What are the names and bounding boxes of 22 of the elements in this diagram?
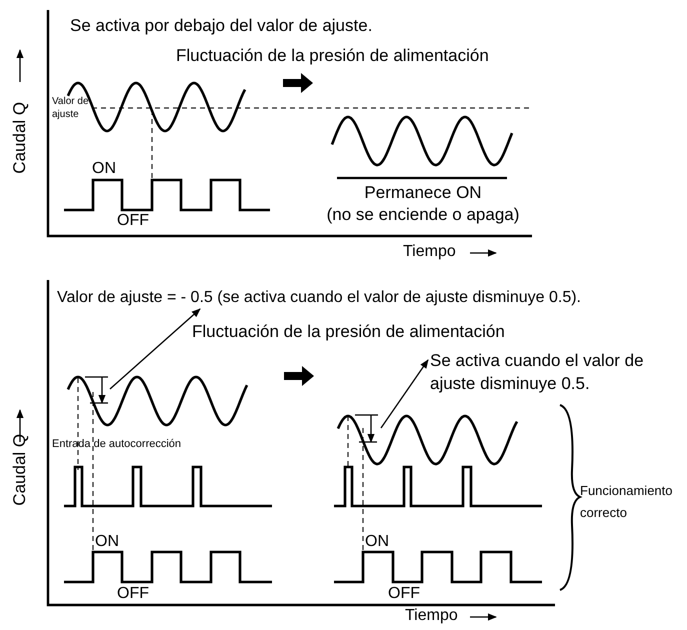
caption-text: Fluctuación de la presión de alimentación — [176, 46, 489, 66]
leader-line — [110, 308, 201, 390]
note-text: Se activa por debajo del valor de ajuste. — [70, 16, 372, 36]
annotation-text: Se activa cuando el valor de ajuste disminuye 0.5. — [430, 349, 645, 395]
axis-label: Caudal Q — [10, 434, 30, 506]
axis-label: Caudal Q — [10, 102, 30, 174]
signal-label: Entrada de autocorrección — [52, 438, 182, 451]
state-label: ON — [92, 160, 116, 178]
state-label: ON — [95, 533, 119, 552]
axis-label: Tiempo — [403, 243, 456, 262]
annotation-text: Valor de ajuste = - 0.5 (se activa cuando el valor de ajuste disminuye 0.5). — [57, 289, 581, 308]
axis-label: Tiempo — [405, 607, 458, 626]
state-label: OFF — [117, 585, 149, 604]
status-text: Permanece ON — [363, 183, 483, 203]
caption-text: Fluctuación de la presión de alimentación — [192, 322, 505, 342]
setpoint-label: Valor de ajuste — [52, 95, 90, 121]
state-label: OFF — [388, 585, 420, 604]
leader-line — [380, 359, 429, 428]
state-label: ON — [365, 533, 389, 552]
status-text: (no se enciende o apaga) — [326, 205, 520, 225]
state-label: OFF — [117, 212, 149, 230]
bracket-label: Funcionamiento correcto — [580, 482, 674, 522]
